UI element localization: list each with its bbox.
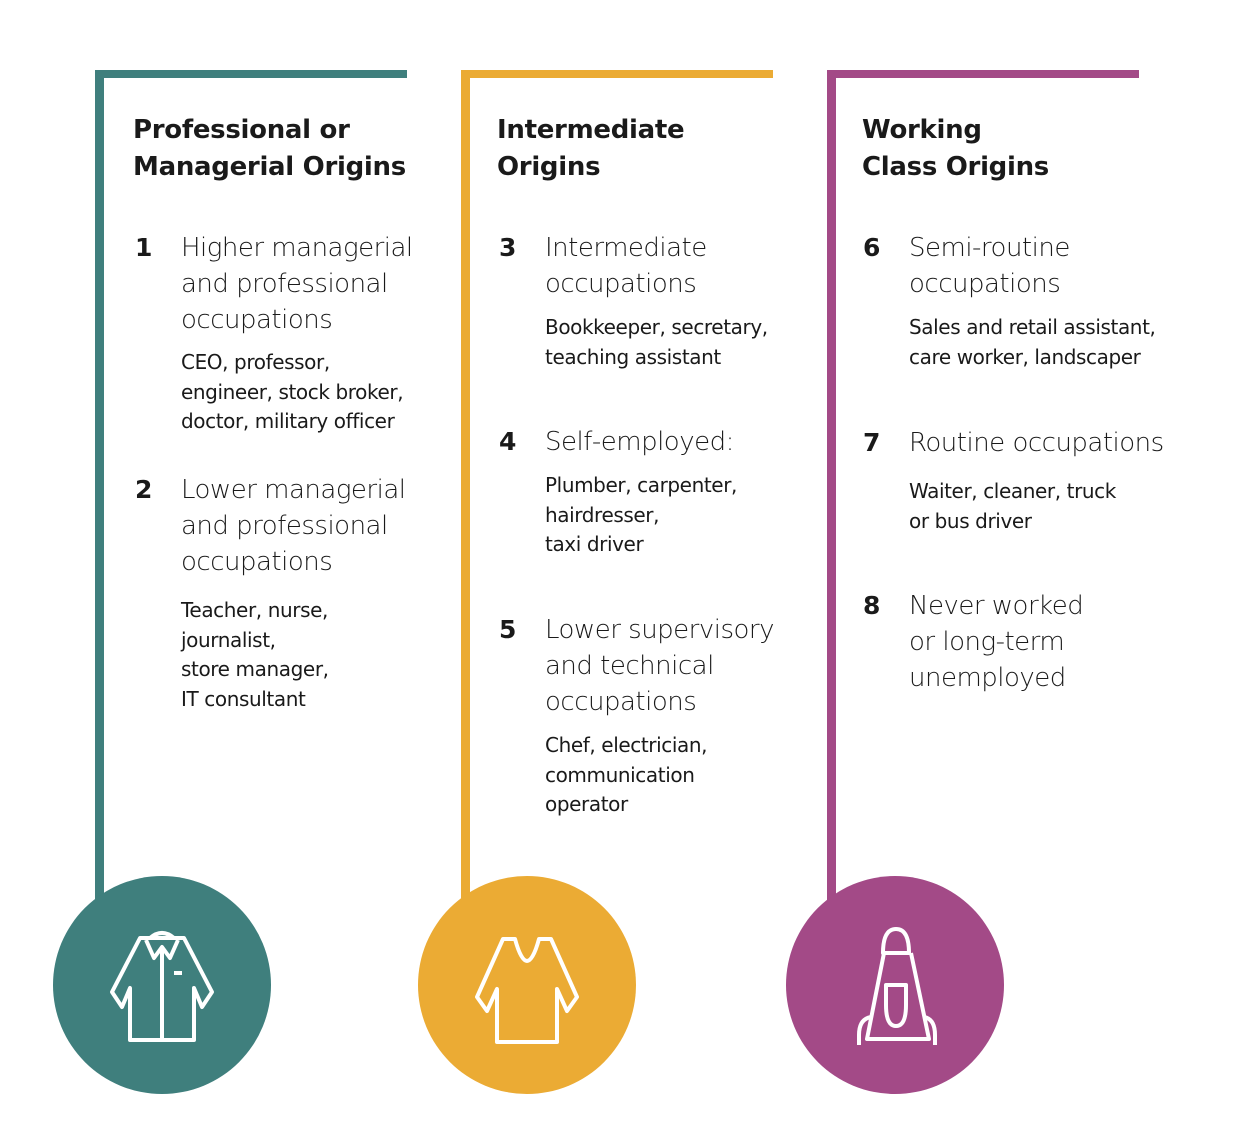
text-line: engineer, stock broker, [181, 379, 404, 404]
text-line: or long-term [909, 627, 1065, 657]
item-description: CEO, professor, engineer, stock broker, do… [181, 348, 404, 437]
item-title: Routine occupations [909, 425, 1164, 461]
text-line: operator [545, 792, 628, 816]
text-line: Origins [497, 152, 601, 182]
item-number: 1 [135, 233, 153, 262]
item-title: Lower managerial and professional occupati… [181, 472, 406, 580]
item-description: Teacher, nurse, journalist, store manager,… [181, 596, 329, 714]
text-line: Self-employed: [545, 427, 734, 457]
item-title: Semi-routine occupations [909, 230, 1070, 302]
top-rule [461, 70, 773, 78]
text-line: Working [862, 115, 982, 145]
item-number: 5 [499, 615, 517, 644]
icon-circle [786, 876, 1004, 1094]
text-line: CEO, professor, [181, 350, 330, 374]
column-title: Professional or Managerial Origins [133, 112, 406, 186]
item-number: 2 [135, 475, 153, 504]
vertical-rule [95, 70, 104, 900]
vertical-rule [461, 70, 470, 900]
item-description: Plumber, carpenter, hairdresser, taxi driv… [545, 471, 737, 560]
text-line: Intermediate [497, 115, 685, 145]
text-line: Bookkeeper, secretary, [545, 315, 768, 339]
text-line: store manager, [181, 657, 329, 681]
item-number: 3 [499, 233, 517, 262]
text-line: occupations [545, 687, 697, 717]
text-line: occupations [909, 269, 1061, 299]
text-line: Higher managerial [181, 233, 413, 263]
text-line: Routine occupations [909, 428, 1164, 458]
text-line: taxi driver [545, 532, 644, 556]
text-line: Semi-routine [909, 233, 1070, 263]
text-line: teaching assistant [545, 344, 721, 369]
text-line: journalist, [181, 627, 276, 652]
title-line: Professional or [133, 115, 350, 145]
text-line: occupations [181, 305, 333, 335]
item-description: Bookkeeper, secretary, teaching assistant [545, 313, 768, 372]
text-line: Class Origins [862, 152, 1049, 182]
text-line: IT consultant [181, 686, 306, 711]
icon-circle [53, 876, 271, 1094]
text-line: Waiter, cleaner, truck [909, 479, 1116, 503]
text-line: Lower supervisory [545, 615, 775, 645]
item-title: Higher managerial and professional occupat… [181, 230, 413, 338]
text-line: Plumber, carpenter, [545, 473, 737, 497]
shirt-collared-icon [110, 931, 214, 1042]
text-line: Sales and retail assistant, [909, 315, 1156, 339]
icon-circle [418, 876, 636, 1094]
text-line: doctor, military officer [181, 409, 395, 433]
item-title: Never worked or long-term unemployed [909, 588, 1084, 696]
text-line: Lower managerial [181, 475, 406, 505]
text-line: Intermediate [545, 233, 707, 263]
text-line: occupations [545, 269, 697, 299]
text-line: and professional [181, 269, 388, 299]
item-title: Intermediate occupations [545, 230, 707, 302]
text-line: care worker, landscaper [909, 344, 1141, 369]
text-line: occupations [181, 547, 333, 577]
item-title: Self-employed: [545, 424, 734, 460]
item-description: Sales and retail assistant, care worker, … [909, 313, 1156, 372]
top-rule [827, 70, 1139, 78]
item-number: 4 [499, 427, 517, 456]
vertical-rule [827, 70, 836, 900]
item-description: Chef, electrician, communication operator [545, 731, 708, 820]
text-line: Never worked [909, 591, 1084, 621]
text-line: or bus driver [909, 508, 1032, 533]
text-line: and technical [545, 651, 714, 681]
item-description: Waiter, cleaner, truck or bus driver [909, 477, 1116, 536]
title-line: Managerial Origins [133, 152, 406, 182]
text-line: communication [545, 762, 695, 787]
item-number: 7 [863, 428, 881, 457]
text-line: and professional [181, 511, 388, 541]
t-shirt-icon [475, 937, 579, 1044]
text-line: unemployed [909, 663, 1066, 693]
top-rule [95, 70, 407, 78]
item-title: Lower supervisory and technical occupation… [545, 612, 775, 720]
text-line: Chef, electrician, [545, 733, 708, 757]
item-number: 8 [863, 591, 881, 620]
text-line: hairdresser, [545, 502, 660, 527]
item-number: 6 [863, 233, 881, 262]
apron-icon [857, 927, 937, 1045]
text-line: Teacher, nurse, [181, 598, 328, 622]
